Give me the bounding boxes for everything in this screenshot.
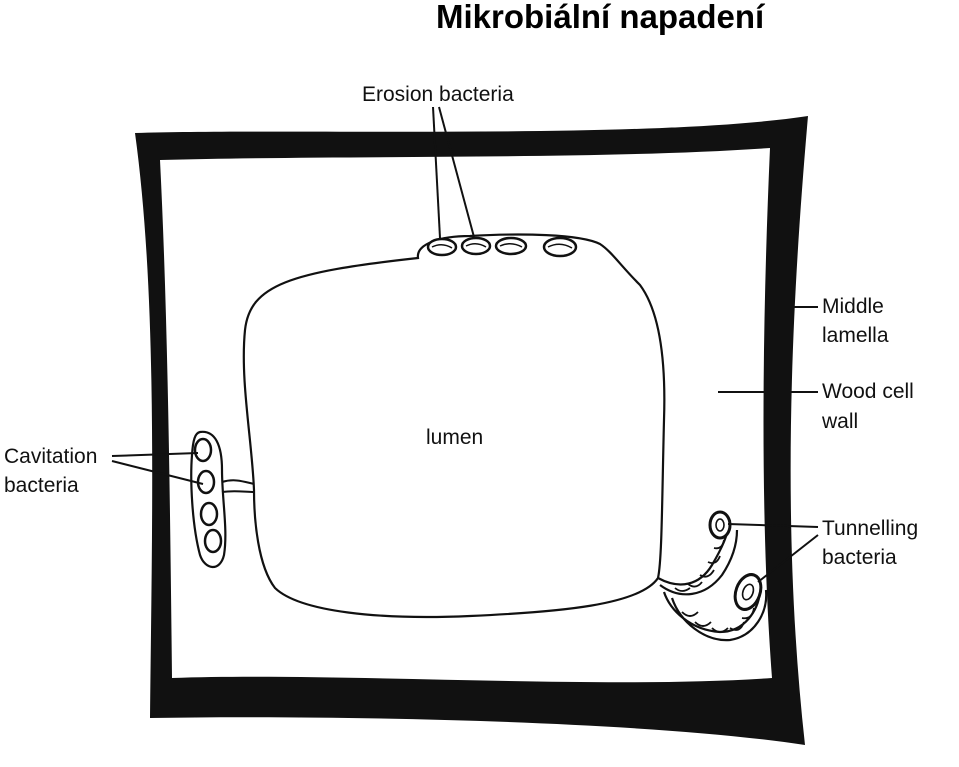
cavitation-cavity-outline: [190, 430, 227, 569]
tunnelling-bacteria-label: Tunnelling bacteria: [822, 517, 924, 569]
middle-lamella-label-line2: lamella: [822, 324, 889, 347]
leader-lines: [111, 106, 819, 583]
tunnelling-bacterium: [708, 510, 732, 540]
wood-cell-wall-label: Wood cell wall: [821, 380, 920, 433]
cavitation-leader-line: [111, 452, 199, 457]
erosion-bacterium: [542, 236, 578, 258]
erosion-leader-line: [438, 106, 475, 238]
tunnel-striations: [674, 539, 725, 592]
tunnelling-bacteria-group: [657, 510, 768, 642]
cavitation-bacterium: [193, 437, 213, 463]
cavitation-label-line1: Cavitation: [4, 445, 97, 468]
tunnelling-bacterium: [733, 573, 763, 611]
wood-cell-wall-label-line2: wall: [821, 410, 858, 433]
lumen-label: lumen: [426, 426, 483, 449]
tunnelling-label-line1: Tunnelling: [822, 517, 918, 540]
middle-lamella-outline: [135, 116, 808, 745]
erosion-bacterium: [494, 236, 528, 256]
middle-lamella-label: Middle lamella: [822, 295, 890, 347]
cavitation-bacterium: [203, 528, 223, 554]
cavitation-label-line2: bacteria: [4, 474, 79, 497]
cavitation-leader-line: [111, 460, 204, 485]
erosion-bacterium: [460, 236, 492, 256]
cavitation-bacteria-label: Cavitation bacteria: [4, 445, 103, 497]
tunnelling-leader-line: [757, 534, 819, 583]
wood-cell-wall-label-line1: Wood cell: [822, 380, 914, 403]
tunnelling-label-line2: bacteria: [822, 546, 897, 569]
page-title: Mikrobiální napadení: [436, 0, 765, 35]
cavitation-bacterium: [199, 501, 219, 527]
erosion-leader-line: [432, 106, 441, 239]
cavitation-bacteria-group: [190, 430, 255, 569]
middle-lamella-label-line1: Middle: [822, 295, 884, 318]
lumen-outline: [242, 233, 666, 619]
tunnelling-leader-line: [727, 523, 819, 528]
erosion-bacteria-group: [426, 236, 578, 258]
erosion-bacterium: [426, 237, 458, 257]
cavitation-canal: [221, 479, 255, 493]
erosion-bacteria-label: Erosion bacteria: [362, 83, 514, 106]
tunnel-striations: [681, 607, 755, 633]
cavitation-bacterium: [196, 469, 216, 495]
